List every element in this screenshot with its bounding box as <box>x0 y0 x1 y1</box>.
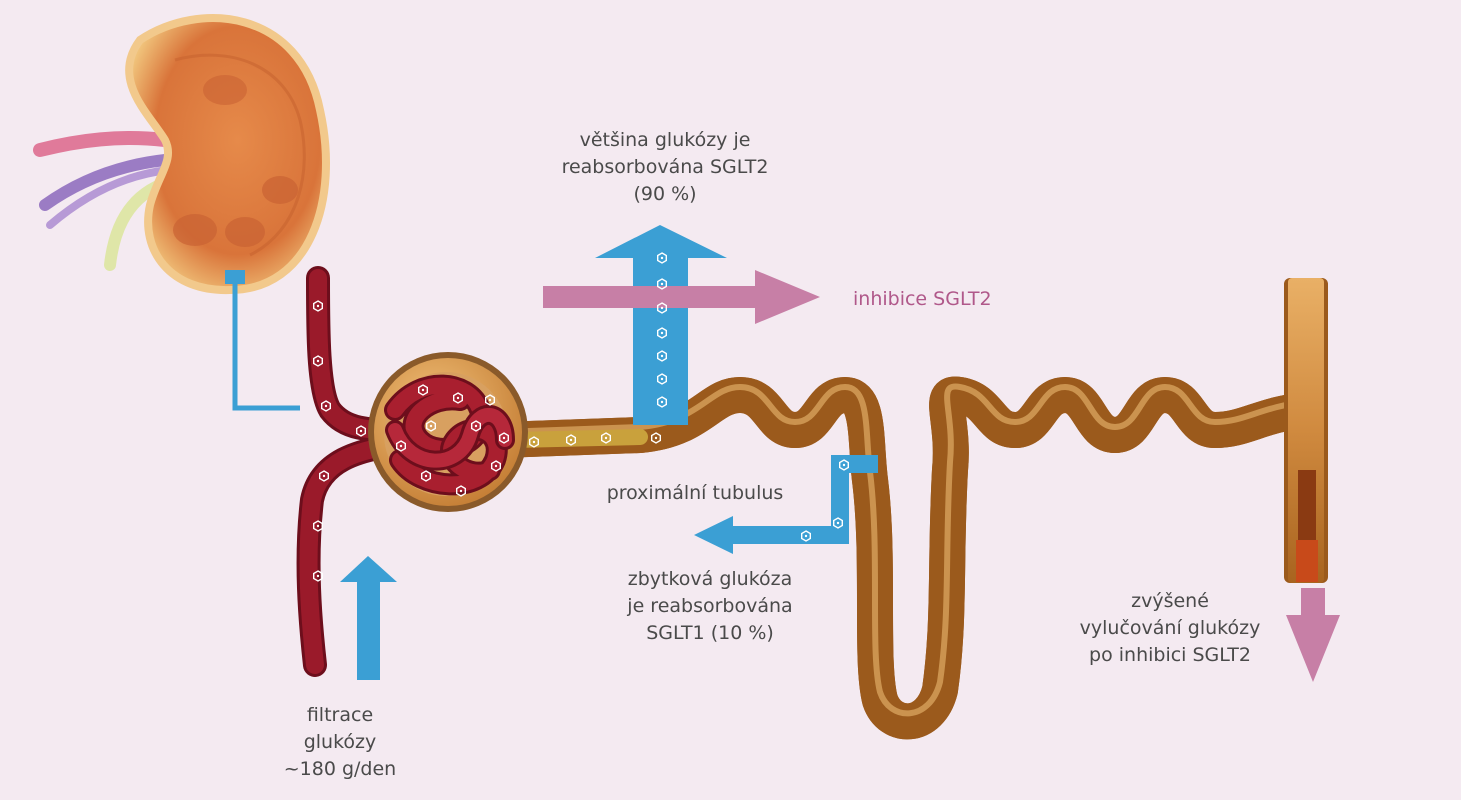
label-line: většina glukózy je <box>579 129 751 151</box>
label-residual-glucose: zbytková glukóza je reabsorbována SGLT1 … <box>605 566 815 647</box>
label-line: po inhibici SGLT2 <box>1089 644 1251 666</box>
arrow-filtration-up <box>340 556 397 680</box>
zoom-connector <box>225 270 300 411</box>
kidney-icon <box>33 14 330 295</box>
label-excretion: zvýšené vylučování glukózy po inhibici S… <box>1055 588 1285 669</box>
label-inhibition: inhibice SGLT2 <box>853 286 992 313</box>
label-reabsorption-sglt2: většina glukózy je reabsorbována SGLT2 (… <box>540 127 790 208</box>
label-line: je reabsorbována <box>627 595 793 617</box>
label-line: vylučování glukózy <box>1079 617 1261 639</box>
label-line: (90 %) <box>633 183 697 205</box>
arrow-sglt1 <box>694 455 878 554</box>
label-filtration: filtrace glukózy ~180 g/den <box>260 702 420 783</box>
arrow-inhibition <box>543 270 820 324</box>
label-line: zvýšené <box>1131 590 1209 612</box>
arrow-excretion-down <box>1286 588 1340 682</box>
arrow-reabsorption-up <box>595 225 727 425</box>
label-line: proximální tubulus <box>606 482 784 504</box>
label-line: glukózy <box>303 731 377 753</box>
label-proximal-tubule: proximální tubulus <box>575 480 815 507</box>
label-line: inhibice SGLT2 <box>853 288 992 310</box>
nephron-tubule <box>482 386 1323 721</box>
label-line: filtrace <box>306 704 374 726</box>
label-line: SGLT1 (10 %) <box>646 622 774 644</box>
label-line: zbytková glukóza <box>627 568 793 590</box>
glomerulus <box>368 352 528 512</box>
label-line: reabsorbována SGLT2 <box>561 156 769 178</box>
collecting-duct <box>1284 278 1328 583</box>
label-line: ~180 g/den <box>283 758 397 780</box>
